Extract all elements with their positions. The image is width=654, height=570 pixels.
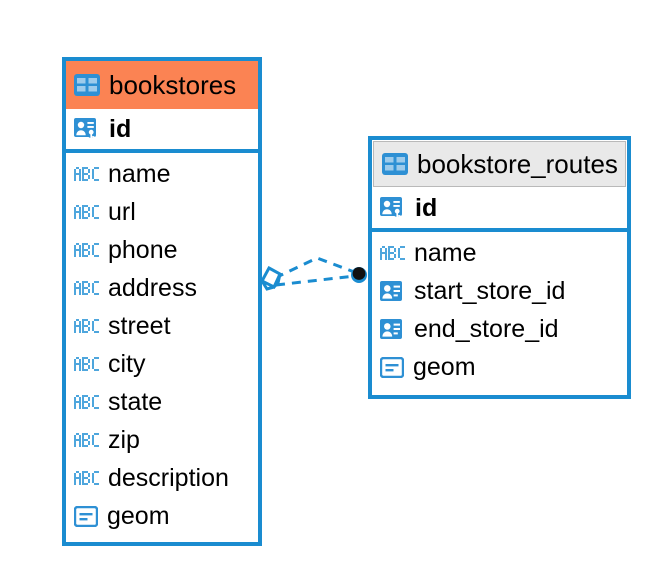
field-row-start-store-id[interactable]: start_store_id: [372, 272, 627, 310]
field-row-geom[interactable]: geom: [372, 348, 627, 386]
field-label-id: id: [109, 114, 132, 143]
field-label: end_store_id: [414, 314, 559, 343]
foreign-key-icon: [380, 280, 405, 302]
field-label: name: [108, 159, 171, 188]
field-list-bookstore-routes: name start_store_id: [372, 232, 627, 386]
field-label: start_store_id: [414, 276, 566, 305]
abc-icon: [74, 395, 99, 409]
field-row-name[interactable]: name: [66, 155, 258, 193]
field-label-id: id: [415, 193, 438, 222]
relationship-line-upper: [274, 256, 358, 280]
field-label: url: [108, 197, 136, 226]
abc-icon: [74, 205, 99, 219]
field-row-phone[interactable]: phone: [66, 231, 258, 269]
field-row-address[interactable]: address: [66, 269, 258, 307]
field-row-name[interactable]: name: [372, 234, 627, 272]
field-label: name: [414, 238, 477, 267]
field-label: phone: [108, 235, 178, 264]
abc-icon: [74, 167, 99, 181]
entity-title-bookstore-routes: bookstore_routes: [417, 148, 618, 179]
field-label: city: [108, 349, 146, 378]
entity-title-bookstores: bookstores: [109, 69, 237, 100]
relationship-line-lower: [275, 274, 356, 287]
field-row-geom[interactable]: geom: [66, 497, 258, 535]
field-label: geom: [107, 501, 170, 530]
geometry-icon: [380, 356, 404, 378]
abc-icon: [74, 357, 99, 371]
relationship-connector: [259, 256, 367, 291]
abc-icon: [74, 281, 99, 295]
abc-icon: [74, 471, 99, 485]
field-label: state: [108, 387, 163, 416]
abc-icon: [380, 246, 405, 260]
primary-key-icon: [380, 196, 406, 220]
entity-header-bookstores[interactable]: bookstores: [66, 61, 258, 109]
field-label: street: [108, 311, 171, 340]
field-label: description: [108, 463, 229, 492]
field-row-primary-key[interactable]: id: [372, 188, 627, 232]
field-row-end-store-id[interactable]: end_store_id: [372, 310, 627, 348]
geometry-icon: [74, 505, 98, 527]
field-row-zip[interactable]: zip: [66, 421, 258, 459]
abc-icon: [74, 243, 99, 257]
field-label: geom: [413, 352, 476, 381]
abc-icon: [74, 433, 99, 447]
field-row-state[interactable]: state: [66, 383, 258, 421]
field-row-street[interactable]: street: [66, 307, 258, 345]
field-row-primary-key[interactable]: id: [66, 109, 258, 153]
foreign-key-icon: [380, 318, 405, 340]
field-row-description[interactable]: description: [66, 459, 258, 497]
field-list-bookstores: name u: [66, 153, 258, 535]
field-label: zip: [108, 425, 140, 454]
entity-table-bookstore-routes[interactable]: bookstore_routes id: [368, 136, 631, 399]
abc-icon: [74, 319, 99, 333]
primary-key-icon: [74, 117, 100, 141]
diamond-icon: [259, 265, 282, 291]
table-icon: [382, 153, 408, 175]
filled-circle-icon: [351, 267, 367, 283]
table-icon: [74, 74, 100, 96]
entity-table-bookstores[interactable]: bookstores id: [62, 57, 262, 546]
field-row-city[interactable]: city: [66, 345, 258, 383]
entity-header-bookstore-routes[interactable]: bookstore_routes: [373, 141, 626, 187]
field-row-url[interactable]: url: [66, 193, 258, 231]
field-label: address: [108, 273, 197, 302]
